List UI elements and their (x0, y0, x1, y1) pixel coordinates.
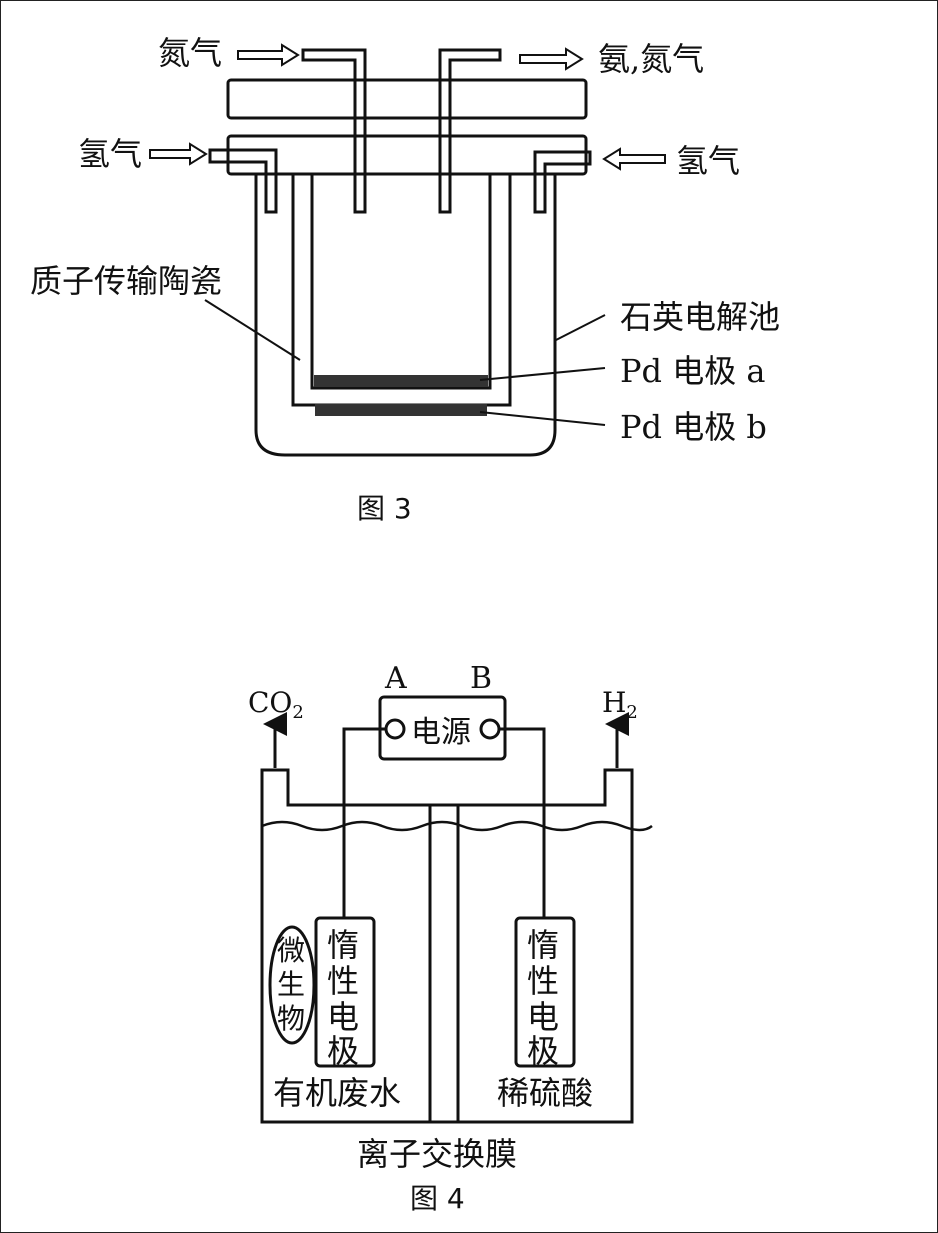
microbe-ellipse (268, 925, 316, 1045)
label-h2-right: 氢气 (676, 142, 740, 180)
label-microbe-3: 物 (277, 1002, 305, 1035)
label-electrode-a: Pd 电极 a (620, 352, 765, 390)
caption-figure-3: 图 3 (357, 492, 412, 525)
pd-electrode-b-mark (315, 404, 487, 416)
terminal-a-circle (384, 718, 406, 740)
label-power-source: 电源 (411, 715, 471, 750)
wire-right (499, 727, 546, 918)
label-nh3-n2-outlet: 氨,氮气 (598, 40, 704, 78)
label-electrode-b: Pd 电极 b (620, 408, 767, 446)
ceramic-leader (204, 299, 301, 361)
electrode-b-leader (479, 411, 606, 426)
label-dilute-sulfuric-acid: 稀硫酸 (497, 1074, 593, 1112)
h2-inlet-tube-right (533, 150, 592, 214)
label-right-electrode-3: 电 (527, 998, 559, 1036)
label-microbe-2: 生 (277, 968, 305, 1001)
h2-arrow-right (602, 147, 666, 171)
label-ceramic: 质子传输陶瓷 (30, 262, 222, 300)
label-h2-left: 氢气 (78, 135, 142, 173)
nh3-arrow (519, 47, 584, 71)
label-left-electrode-1: 惰 (327, 926, 359, 964)
terminal-b-circle (479, 718, 501, 740)
label-organic-wastewater: 有机废水 (273, 1074, 401, 1112)
label-n2-inlet: 氮气 (158, 34, 222, 72)
h2-inlet-tube-left (208, 148, 278, 214)
figure-4 (260, 695, 653, 1124)
pd-electrode-a-mark (314, 375, 488, 387)
label-microbe-1: 微 (277, 934, 305, 967)
label-terminal-b: B (470, 661, 492, 696)
tank-outline (260, 768, 634, 1124)
ion-exchange-membrane (428, 803, 460, 1124)
label-left-electrode-4: 极 (327, 1032, 359, 1070)
quartz-cell-outer (254, 174, 557, 457)
liquid-surface (261, 820, 653, 832)
caption-figure-4: 图 4 (410, 1182, 465, 1215)
lower-plate (226, 134, 588, 176)
label-terminal-a: A (384, 661, 407, 696)
left-inert-electrode (314, 916, 376, 1068)
figure-3 (149, 43, 666, 457)
label-right-electrode-2: 性 (527, 962, 559, 1000)
label-left-electrode-2: 性 (327, 962, 359, 1000)
n2-arrow (237, 43, 300, 67)
ceramic-tube (291, 174, 512, 407)
wire-left (342, 727, 386, 918)
h2-arrow-left (149, 142, 208, 166)
label-ion-exchange-membrane: 离子交换膜 (357, 1135, 517, 1173)
nh3-outlet-tube (438, 48, 502, 214)
label-right-electrode-1: 惰 (527, 926, 559, 964)
label-left-electrode-3: 电 (327, 998, 359, 1036)
quartz-leader (555, 314, 606, 341)
right-inert-electrode (514, 916, 576, 1068)
label-h2-gas: H2 (602, 686, 638, 723)
top-plate (226, 78, 588, 120)
label-co2: CO2 (248, 686, 304, 723)
label-quartz-cell: 石英电解池 (620, 298, 780, 336)
inner-chamber (310, 174, 492, 390)
electrode-a-leader (479, 367, 606, 381)
label-right-electrode-4: 极 (527, 1032, 559, 1070)
n2-inlet-tube (301, 48, 367, 214)
